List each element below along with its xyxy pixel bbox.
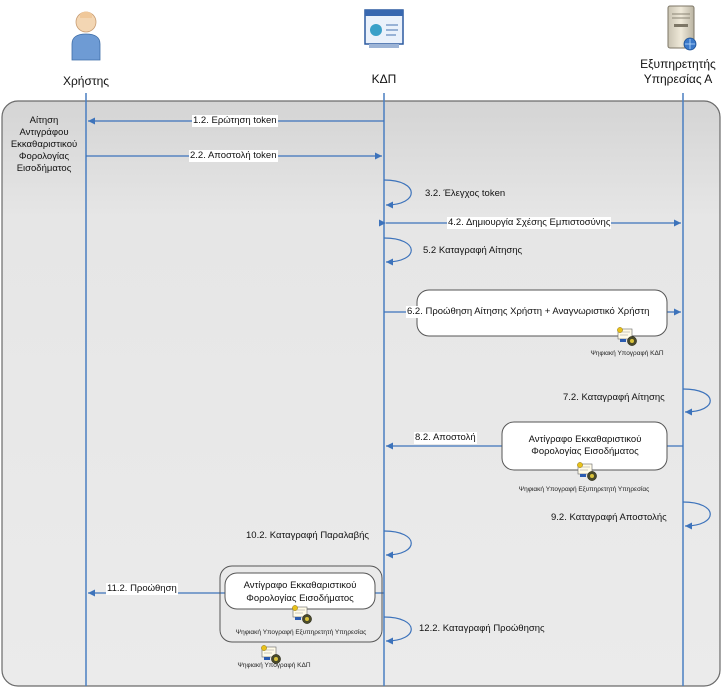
certificate-icon bbox=[577, 462, 597, 481]
signature-caption-kdp-bottom: Ψηφιακή Υπογραφή ΚΔΠ bbox=[237, 662, 311, 669]
message-label-m11: 11.2. Προώθηση bbox=[106, 583, 178, 595]
user-actor-icon bbox=[71, 11, 101, 61]
kdp-window-icon bbox=[364, 9, 404, 48]
user-request-note-line: Αντιγράφου bbox=[19, 127, 69, 138]
message-label-m9: 9.2. Καταγραφή Αποστολής bbox=[551, 512, 667, 523]
actor-label-service-line2: Υπηρεσίας Α bbox=[643, 72, 713, 86]
arrow-m9-self bbox=[682, 501, 711, 530]
message-label-m12: 12.2. Καταγραφή Προώθησης bbox=[419, 623, 545, 634]
arrow-m3-self bbox=[383, 179, 412, 209]
message-label-m6: 6.2. Προώθηση Αίτησης Χρήστη + Αναγνωρισ… bbox=[406, 306, 651, 318]
actor-label-user: Χρήστης bbox=[62, 74, 110, 88]
note-document-kdp-outer bbox=[219, 565, 383, 643]
certificate-icon bbox=[292, 605, 312, 624]
user-request-note: Αίτηση Αντιγράφου Εκκαθαριστικού Φορολογ… bbox=[8, 115, 80, 175]
user-request-note-line: Αίτηση bbox=[29, 115, 59, 126]
actor-label-kdp: ΚΔΠ bbox=[371, 72, 397, 86]
document-title-kdp-line2: Φορολογίας Εισοδήματος bbox=[246, 593, 354, 604]
message-label-m3: 3.2. Έλεγχος token bbox=[425, 188, 506, 199]
message-label-m1: 1.2. Ερώτηση token bbox=[192, 115, 278, 127]
certificate-icon bbox=[617, 327, 637, 346]
message-label-m7: 7.2. Καταγραφή Αίτησης bbox=[563, 392, 665, 403]
interaction-frame bbox=[1, 100, 721, 687]
document-title-kdp-line1: Αντίγραφο Εκκαθαριστικού bbox=[227, 580, 373, 592]
arrow-m5-self bbox=[383, 237, 412, 266]
server-icon bbox=[667, 5, 697, 51]
actor-label-service-line1: Εξυπηρετητής bbox=[640, 57, 716, 71]
user-request-note-line: Φορολογίας bbox=[18, 151, 70, 162]
arrow-m7-self bbox=[682, 388, 711, 416]
user-request-note-line: Εισοδήματος bbox=[16, 163, 72, 174]
signature-caption-service-kdp-box: Ψηφιακή Υπογραφή Εξυπηρετητή Υπηρεσίας bbox=[235, 629, 367, 636]
message-label-m4: 4.2. Δημιουργία Σχέσης Εμπιστοσύνης bbox=[447, 217, 612, 229]
document-title-service-line1: Αντίγραφο Εκκαθαριστικού bbox=[512, 434, 658, 446]
arrow-m12-self bbox=[383, 616, 412, 645]
message-label-m2: 2.2. Αποστολή token bbox=[189, 150, 278, 162]
message-label-m5: 5.2 Καταγραφή Αίτησης bbox=[423, 245, 523, 256]
document-title-service-line2: Φορολογίας Εισοδήματος bbox=[531, 446, 639, 457]
message-label-m10: 10.2. Καταγραφή Παραλαβής bbox=[246, 530, 369, 541]
user-request-note-line: Εκκαθαριστικού bbox=[10, 139, 78, 150]
arrow-m10-self bbox=[383, 530, 412, 559]
signature-caption-service: Ψηφιακή Υπογραφή Εξυπηρετητή Υπηρεσίας bbox=[518, 486, 650, 493]
signature-caption-kdp: Ψηφιακή Υπογραφή ΚΔΠ bbox=[590, 350, 664, 357]
certificate-icon bbox=[261, 645, 281, 664]
message-label-m8: 8.2. Αποστολή bbox=[414, 432, 477, 444]
